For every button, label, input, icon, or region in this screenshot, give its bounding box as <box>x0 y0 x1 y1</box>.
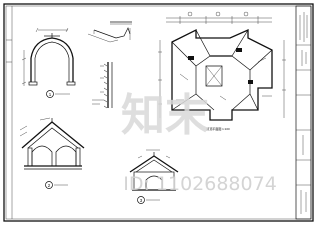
dormer-arch-detail-1: 1 <box>21 27 76 98</box>
binding-strip <box>6 6 13 219</box>
roof-plan-caption: 屋顶平面图 1:100 <box>206 126 230 131</box>
ridge-block <box>236 48 242 52</box>
gable-detail-3: 3 <box>129 149 179 204</box>
roof-section-detail <box>87 27 131 109</box>
watermark-brand: 知末 <box>121 90 209 141</box>
sheet-border <box>3 3 314 222</box>
roof-plan: 屋顶平面图 1:100 <box>158 11 286 131</box>
detail-3-marker <box>137 196 145 204</box>
detail-1-marker <box>46 90 54 98</box>
ridge-block <box>188 56 194 60</box>
detail-2-number: 2 <box>48 183 51 188</box>
title-block <box>295 5 312 220</box>
cad-drawing-sheet: 1 <box>3 3 314 222</box>
watermark-id: ID: 1102688074 <box>123 173 277 195</box>
detail-1-number: 1 <box>49 92 52 97</box>
detail-3-number: 3 <box>140 198 143 203</box>
section-title-ticks <box>110 21 132 25</box>
ridge-block <box>248 80 253 84</box>
gable-arch-detail-2: 2 <box>19 117 85 189</box>
detail-2-marker <box>45 181 53 189</box>
